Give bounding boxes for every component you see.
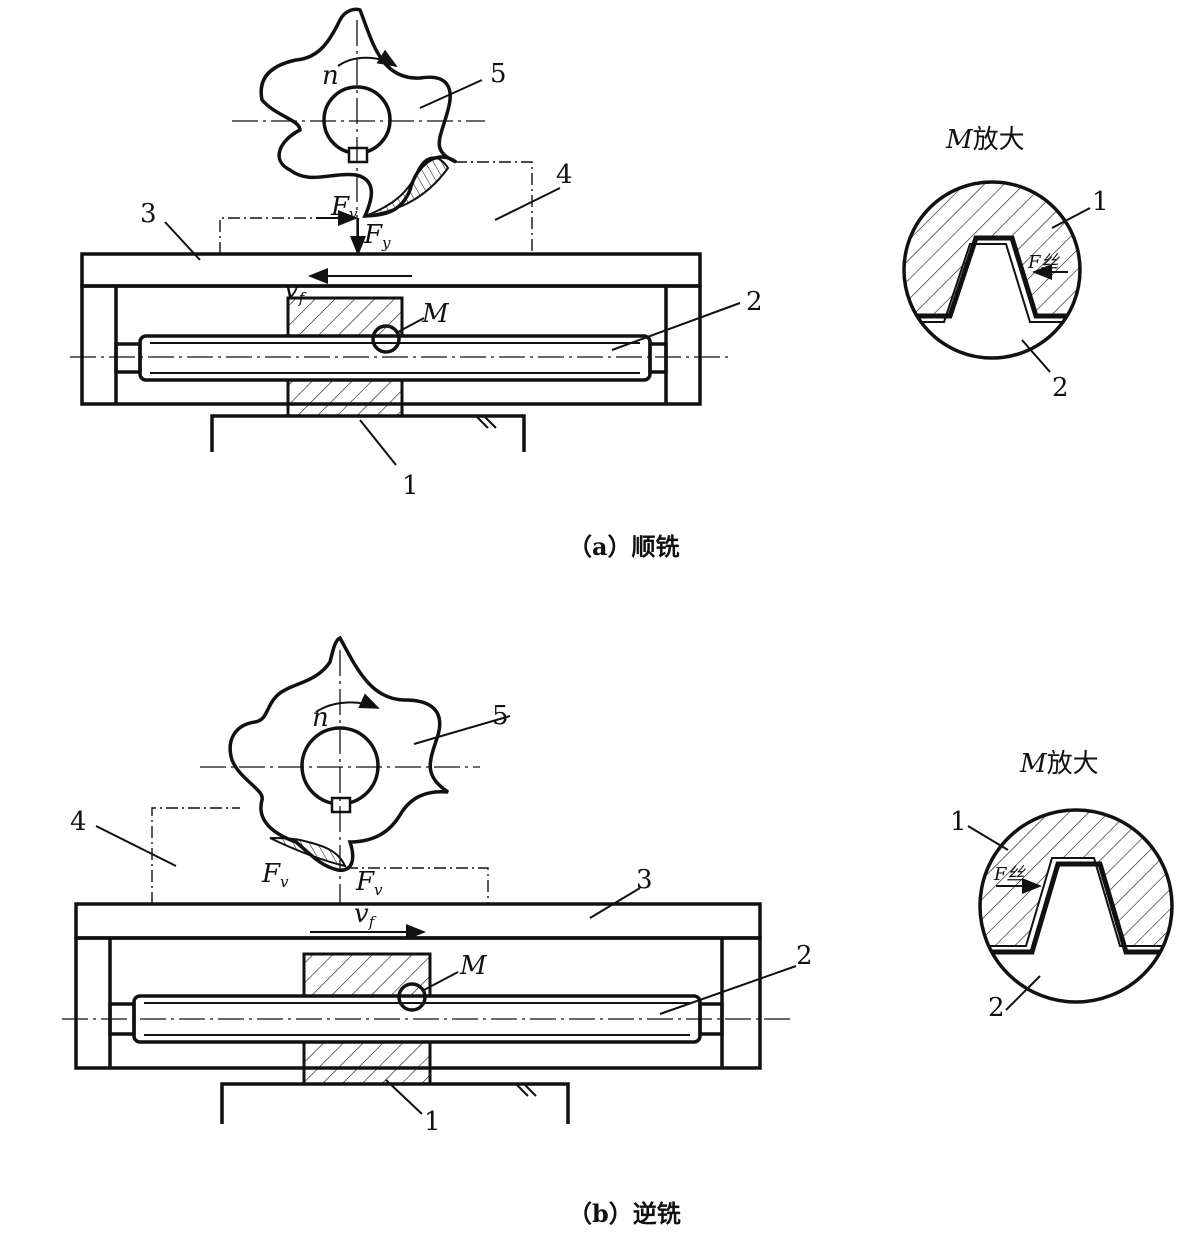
label-5-b: 5 (492, 701, 509, 731)
label-n-b: n (312, 703, 329, 733)
label-2-b: 2 (796, 941, 813, 971)
workpiece-outline-a (219, 161, 533, 254)
detail-force-a: F丝 (1027, 252, 1060, 273)
milling-cutter-b (200, 635, 480, 904)
detail-title-a: M放大 (945, 125, 1025, 155)
m-point-b (397, 982, 427, 1012)
label-fy-b: Fv (355, 867, 383, 899)
detail-label-1-a: 1 (1092, 187, 1109, 217)
panel-a-climb-milling: n 5 4 3 Fv Fy vf M 2 1 （a）顺铣 M放大 F丝 1 2 (70, 7, 1109, 561)
label-n-a: n (322, 61, 339, 91)
detail-m-a: M放大 F丝 1 2 (902, 125, 1109, 403)
detail-label-1-b: 1 (950, 807, 967, 837)
detail-force-b: F丝 (993, 864, 1026, 885)
label-1-b: 1 (424, 1107, 441, 1137)
label-4-b: 4 (70, 807, 87, 837)
label-3-a: 3 (140, 199, 157, 229)
label-fy-a: Fy (363, 220, 391, 252)
panel-b-conventional-milling: n 5 4 3 Fv Fv vf M 2 1 （b）逆铣 M放大 F丝 1 2 (62, 635, 1174, 1228)
caption-a: （a）顺铣 (568, 532, 680, 561)
detail-title-b: M放大 (1019, 749, 1099, 779)
detail-label-2-b: 2 (988, 993, 1005, 1023)
label-fv-a: Fv (330, 192, 358, 223)
workpiece-outline-b (151, 807, 489, 904)
m-point-a (371, 324, 401, 354)
label-4-a: 4 (556, 160, 573, 190)
label-m-b: M (459, 951, 488, 981)
caption-b: （b）逆铣 (568, 1199, 681, 1228)
detail-m-b: M放大 F丝 1 2 (950, 749, 1174, 1023)
label-vf-b: vf (354, 899, 377, 931)
label-3-b: 3 (636, 865, 653, 895)
label-2-a: 2 (746, 287, 763, 317)
detail-label-2-a: 2 (1052, 373, 1069, 403)
label-5-a: 5 (490, 59, 507, 89)
label-1-a: 1 (402, 471, 419, 501)
label-vf-a: vf (284, 275, 307, 307)
label-fv-b: Fv (261, 859, 289, 891)
label-m-a: M (421, 299, 450, 329)
table-a (80, 252, 702, 288)
